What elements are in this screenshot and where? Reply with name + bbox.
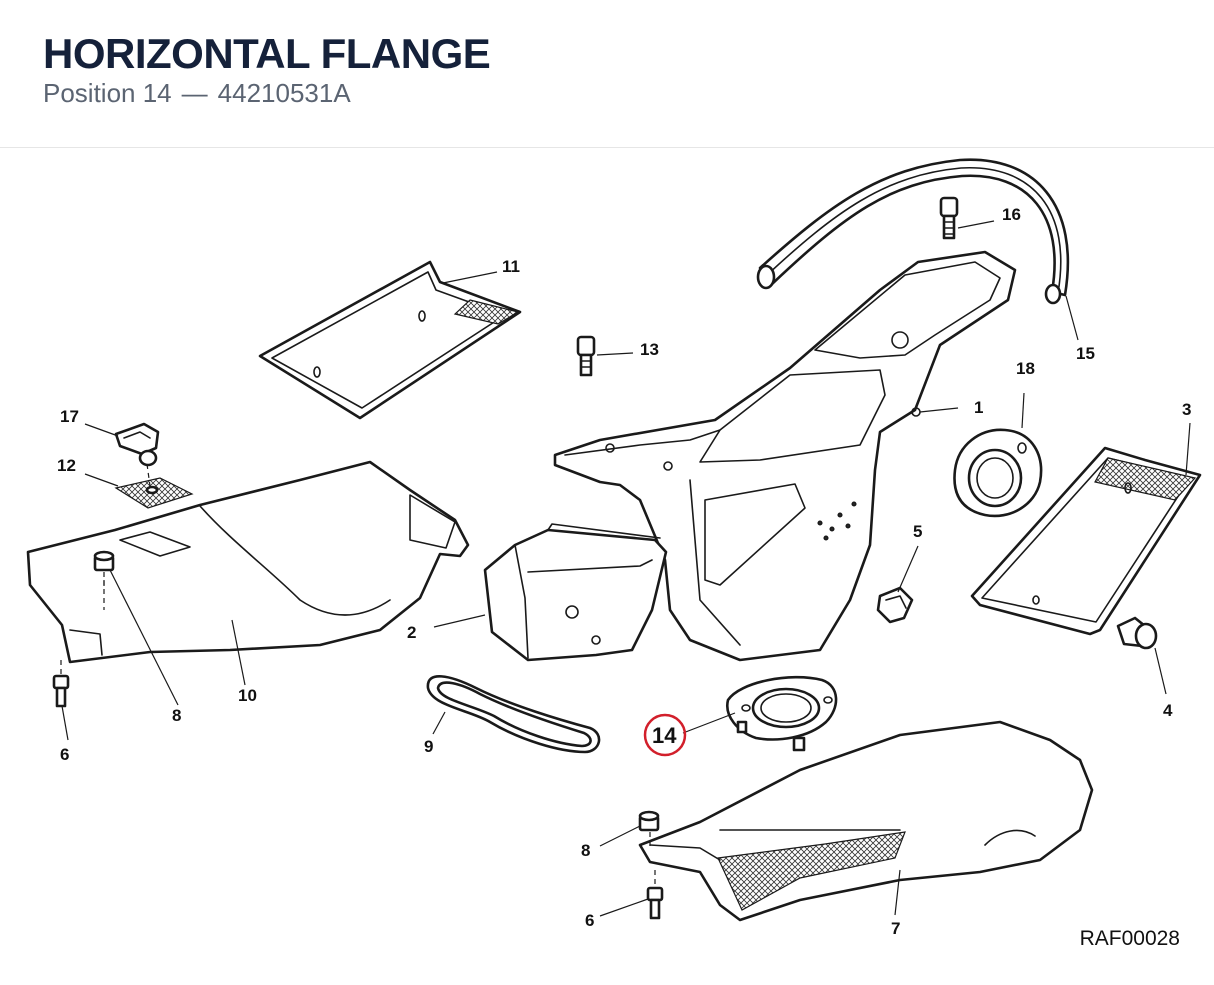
part-12-mounting-plate[interactable] [114,463,194,509]
part-11-side-panel[interactable] [258,260,522,420]
part-13-bolt[interactable] [576,335,596,377]
highlighted-callout-ring [643,713,687,757]
callout-15[interactable]: 15 [1076,344,1095,363]
callout-numbers: 1 2 3 4 5 6 6 7 8 8 9 10 11 12 13 14 15 … [57,205,1191,938]
part-8-nut-left[interactable] [93,550,115,586]
callout-17[interactable]: 17 [60,407,79,426]
callout-16[interactable]: 16 [1002,205,1021,224]
callout-11[interactable]: 11 [502,257,520,276]
part-17-quick-release-fastener[interactable] [114,422,160,467]
callout-8-left[interactable]: 8 [172,706,181,725]
callout-3[interactable]: 3 [1182,400,1191,419]
callout-6-left[interactable]: 6 [60,745,69,764]
callout-2[interactable]: 2 [407,623,416,642]
callout-12[interactable]: 12 [57,456,76,475]
part-4-knob-fastener[interactable] [1116,616,1158,650]
part-18-rubber-grommet[interactable] [953,428,1043,518]
page-header: HORIZONTAL FLANGE Position 14 — 44210531A [0,0,1214,148]
part-15-frame-tube[interactable] [756,158,1070,305]
callout-14-highlighted[interactable]: 14 [652,723,677,748]
part-5-spring-clip[interactable] [876,586,914,624]
page-title: HORIZONTAL FLANGE [43,30,491,77]
callout-18[interactable]: 18 [1016,359,1035,378]
part-14-horizontal-flange[interactable] [726,675,838,752]
subtitle-separator: — [181,78,208,108]
callout-8-right[interactable]: 8 [581,841,590,860]
page-subtitle: Position 14 — 44210531A [43,78,351,109]
callout-6-right[interactable]: 6 [585,911,594,930]
part-7-right-air-duct[interactable] [638,720,1094,922]
part-8-nut-right[interactable] [638,810,660,846]
callout-9[interactable]: 9 [424,737,433,756]
callout-13[interactable]: 13 [640,340,659,359]
part-number: 44210531A [217,78,351,108]
diagram-reference-code: RAF00028 [1079,927,1180,950]
part-16-bolt[interactable] [939,196,959,240]
callout-1[interactable]: 1 [974,398,983,417]
callout-5[interactable]: 5 [913,522,922,541]
callout-7[interactable]: 7 [891,919,900,938]
part-1-main-frame[interactable] [553,250,1017,662]
part-6-bolt-left[interactable] [52,660,70,708]
callout-leader-lines [61,220,1191,917]
callout-10[interactable]: 10 [238,686,257,705]
part-10-left-air-duct[interactable] [26,460,470,664]
position-label: Position 14 [43,78,172,108]
part-3-right-side-panel[interactable] [970,446,1202,636]
part-6-bolt-right[interactable] [646,870,664,920]
callout-4[interactable]: 4 [1163,701,1173,720]
part-9-rubber-seal[interactable] [426,675,601,754]
part-2-intake-box[interactable] [483,523,668,662]
